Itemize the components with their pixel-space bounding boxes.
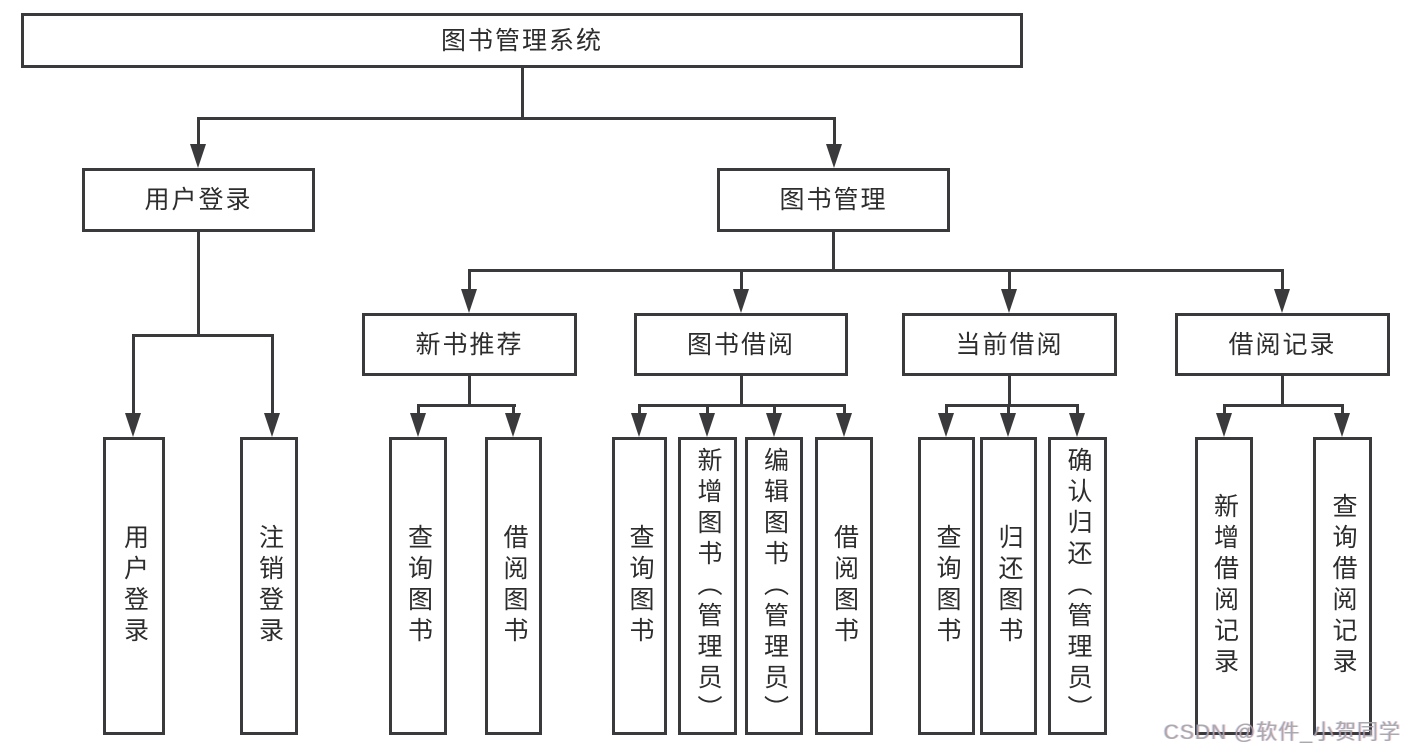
leaf-label: 归还图书	[995, 524, 1023, 648]
connector-line	[773, 404, 776, 417]
leaf-label: 新增借阅记录	[1210, 493, 1239, 679]
connector-line	[197, 117, 200, 148]
arrowhead-icon	[836, 413, 852, 437]
connector-line	[468, 269, 471, 293]
connector-line	[271, 334, 274, 417]
node-label: 图书管理系统	[440, 26, 603, 55]
connector-line	[132, 334, 135, 417]
arrowhead-icon	[461, 289, 477, 313]
arrowhead-icon	[1334, 413, 1350, 437]
connector-line	[945, 404, 948, 417]
leaf-label: 借阅图书	[830, 524, 859, 648]
arrowhead-icon	[190, 144, 206, 168]
arrowhead-icon	[410, 413, 426, 437]
connector-line	[197, 117, 836, 120]
leaf-label: 用户登录	[120, 524, 149, 648]
connector-line	[1076, 404, 1079, 417]
leaf-label: 新增图书（管理员）	[694, 446, 722, 726]
arrowhead-icon	[505, 413, 521, 437]
leaf-label: 编辑图书（管理员）	[760, 446, 789, 726]
arrowhead-icon	[264, 413, 280, 437]
node-user-login: 用户登录	[82, 168, 315, 232]
connector-line	[706, 404, 709, 417]
arrowhead-icon	[125, 413, 141, 437]
connector-line	[638, 404, 845, 407]
arrowhead-icon	[1069, 413, 1085, 437]
csdn-watermark: CSDN @软件_小贺同学	[1163, 721, 1401, 744]
leaf-add-borrow-record: 新增借阅记录	[1195, 437, 1253, 735]
node-label: 借阅记录	[1228, 330, 1337, 359]
leaf-borrow-books-recommend: 借阅图书	[485, 437, 542, 735]
arrowhead-icon	[1001, 289, 1017, 313]
arrowhead-icon	[699, 413, 715, 437]
leaf-confirm-return-admin: 确认归还（管理员）	[1048, 437, 1107, 735]
connector-line	[1007, 404, 1010, 417]
arrowhead-icon	[1000, 413, 1016, 437]
leaf-add-book-admin: 新增图书（管理员）	[678, 437, 737, 735]
node-book-management: 图书管理	[717, 168, 950, 232]
connector-line	[1223, 404, 1344, 407]
leaf-label: 确认归还（管理员）	[1064, 446, 1092, 726]
connector-line	[512, 404, 515, 417]
leaf-label: 查询图书	[626, 524, 654, 648]
connector-line	[832, 232, 835, 269]
leaf-return-book: 归还图书	[980, 437, 1037, 735]
node-current-borrow: 当前借阅	[902, 313, 1117, 376]
connector-line	[833, 117, 836, 148]
connector-line	[1223, 404, 1226, 417]
node-label: 图书管理	[779, 186, 888, 214]
connector-line	[945, 404, 1079, 407]
connector-line	[468, 269, 1284, 272]
connector-line	[740, 269, 743, 293]
leaf-logout: 注销登录	[240, 437, 298, 735]
leaf-label: 查询借阅记录	[1329, 493, 1357, 679]
node-library-management-system: 图书管理系统	[21, 13, 1023, 68]
connector-line	[1008, 269, 1011, 293]
leaf-label: 查询图书	[404, 524, 433, 648]
arrowhead-icon	[1274, 289, 1290, 313]
node-borrow-records: 借阅记录	[1175, 313, 1390, 376]
node-new-book-recommend: 新书推荐	[362, 313, 577, 376]
arrowhead-icon	[826, 144, 842, 168]
connector-line	[740, 376, 743, 404]
node-book-borrow: 图书借阅	[634, 313, 848, 376]
node-label: 用户登录	[144, 186, 253, 214]
node-label: 当前借阅	[955, 330, 1064, 359]
leaf-borrow-books: 借阅图书	[815, 437, 873, 735]
leaf-query-books-borrow: 查询图书	[612, 437, 667, 735]
leaf-edit-book-admin: 编辑图书（管理员）	[745, 437, 803, 735]
connector-line	[417, 404, 420, 417]
connector-line	[521, 68, 524, 117]
arrowhead-icon	[631, 413, 647, 437]
arrowhead-icon	[938, 413, 954, 437]
connector-line	[132, 334, 274, 337]
leaf-query-books-recommend: 查询图书	[389, 437, 447, 735]
leaf-label: 查询图书	[933, 524, 961, 648]
arrowhead-icon	[1216, 413, 1232, 437]
connector-line	[843, 404, 846, 417]
connector-line	[468, 376, 471, 404]
node-label: 新书推荐	[415, 330, 524, 359]
connector-line	[638, 404, 641, 417]
connector-line	[417, 404, 516, 407]
connector-line	[1341, 404, 1344, 417]
arrowhead-icon	[733, 289, 749, 313]
connector-line	[197, 232, 200, 334]
connector-line	[1008, 376, 1011, 404]
leaf-label: 注销登录	[255, 524, 284, 648]
leaf-label: 借阅图书	[500, 524, 528, 648]
leaf-query-borrow-record: 查询借阅记录	[1313, 437, 1372, 735]
node-label: 图书借阅	[686, 330, 795, 359]
arrowhead-icon	[766, 413, 782, 437]
leaf-user-login: 用户登录	[103, 437, 165, 735]
leaf-query-books-current: 查询图书	[918, 437, 975, 735]
connector-line	[1281, 269, 1284, 293]
connector-line	[1281, 376, 1284, 404]
